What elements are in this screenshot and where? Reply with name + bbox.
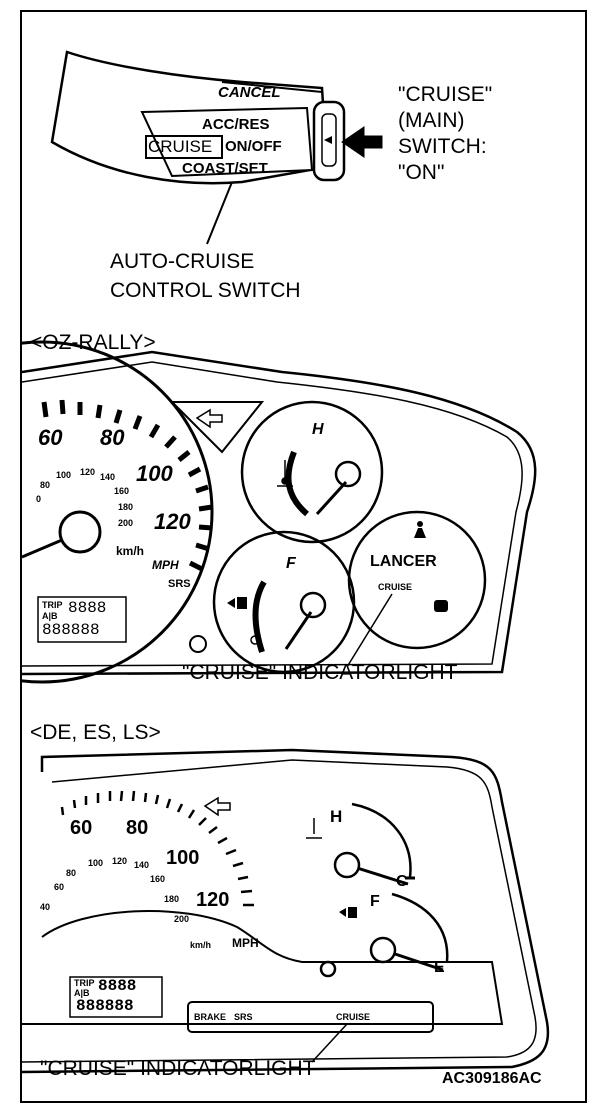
diagram-drawing bbox=[22, 50, 550, 1074]
main-switch-arrow bbox=[341, 126, 383, 158]
de-fuel-e: E bbox=[434, 959, 445, 976]
oz-unit-kmh: km/h bbox=[116, 544, 145, 558]
de-warn-srs: SRS bbox=[234, 1012, 253, 1022]
de-mph-60: 60 bbox=[54, 882, 65, 892]
oz-temp-h: H bbox=[312, 421, 324, 438]
de-temp-c: C bbox=[396, 873, 408, 890]
fuel-pump-icon bbox=[227, 597, 247, 609]
de-indicator-callout: "CRUISE" INDICATORLIGHT bbox=[40, 1057, 316, 1080]
oz-ab: A|B bbox=[42, 611, 58, 621]
cruise-control-switch bbox=[50, 50, 346, 245]
de-turn-arrow-icon bbox=[203, 796, 231, 817]
de-speed-60: 60 bbox=[70, 817, 93, 839]
oz-mph-200: 200 bbox=[118, 518, 134, 528]
oz-srs: SRS bbox=[168, 578, 191, 590]
de-mph-100: 100 bbox=[88, 858, 104, 868]
de-fuel-f: F bbox=[370, 893, 380, 910]
oz-trip-digits: 8888 bbox=[68, 599, 107, 617]
door-icon bbox=[434, 600, 448, 612]
oz-speed-100: 100 bbox=[136, 461, 173, 486]
de-mph-40: 40 bbox=[40, 902, 51, 912]
section-oz-rally: <OZ-RALLY> bbox=[30, 331, 156, 354]
de-speedo-ticks bbox=[60, 790, 254, 907]
de-trip-digits: 8888 bbox=[98, 977, 137, 995]
de-mph-140: 140 bbox=[134, 860, 150, 870]
oz-unit-mph: MPH bbox=[152, 558, 179, 572]
de-temp-icon bbox=[306, 818, 322, 839]
de-warn-cruise: CRUISE bbox=[336, 1012, 371, 1022]
seatbelt-icon bbox=[414, 521, 426, 538]
de-ab: A|B bbox=[74, 988, 90, 998]
acc-res-label: ACC/RES bbox=[202, 116, 270, 133]
callout-main-4: "ON" bbox=[398, 161, 445, 184]
cancel-label: CANCEL bbox=[218, 84, 281, 101]
de-speed-100: 100 bbox=[166, 847, 200, 869]
de-fuel-pump-icon bbox=[339, 907, 357, 918]
de-odo-digits: 888888 bbox=[76, 997, 134, 1015]
de-unit-mph: MPH bbox=[232, 936, 259, 950]
de-mph-160: 160 bbox=[150, 874, 166, 884]
oz-rally-cluster bbox=[22, 340, 537, 684]
diagram-frame: CANCEL ACC/RES CRUISE ON/OFF COAST/SET "… bbox=[20, 10, 587, 1103]
de-temp-h: H bbox=[330, 807, 343, 826]
de-mph-80: 80 bbox=[66, 868, 77, 878]
callout-main-3: SWITCH: bbox=[398, 135, 487, 158]
oz-speedo-ticks bbox=[41, 399, 213, 572]
oz-cruise-small: CRUISE bbox=[378, 582, 413, 592]
oz-mph-120: 120 bbox=[80, 467, 96, 477]
oz-mph-100: 100 bbox=[56, 470, 72, 480]
oz-speed-80: 80 bbox=[100, 425, 125, 450]
de-warn-brake: BRAKE bbox=[194, 1012, 227, 1022]
de-speed-80: 80 bbox=[126, 817, 149, 839]
temp-icon bbox=[277, 460, 293, 487]
oz-odo-digits: 888888 bbox=[42, 621, 100, 639]
oz-mph-180: 180 bbox=[118, 502, 134, 512]
oz-mph-0: 0 bbox=[36, 494, 42, 504]
coast-set-label: COAST/SET bbox=[182, 160, 268, 177]
oz-mph-140: 140 bbox=[100, 472, 116, 482]
section-de-es-ls: <DE, ES, LS> bbox=[30, 721, 161, 744]
on-off-label: ON/OFF bbox=[225, 138, 282, 155]
callout-main-1: "CRUISE" bbox=[398, 83, 493, 106]
control-switch-label-1: AUTO-CRUISE bbox=[110, 250, 255, 273]
callout-main-2: (MAIN) bbox=[398, 109, 465, 132]
oz-speed-120: 120 bbox=[154, 509, 191, 534]
oz-mph-160: 160 bbox=[114, 486, 130, 496]
de-es-ls-cluster bbox=[22, 748, 550, 1074]
de-trip: TRIP bbox=[74, 978, 95, 988]
figure-code: AC309186AC bbox=[442, 1070, 542, 1087]
knob-arrow-icon bbox=[324, 136, 332, 144]
de-mph-120: 120 bbox=[112, 856, 128, 866]
oz-lancer: LANCER bbox=[370, 553, 437, 570]
de-mph-200: 200 bbox=[174, 914, 190, 924]
oz-indicator-callout: "CRUISE" INDICATORLIGHT bbox=[182, 661, 458, 684]
oz-mph-80: 80 bbox=[40, 480, 51, 490]
oz-fuel-f: F bbox=[286, 555, 296, 572]
oz-trip: TRIP bbox=[42, 600, 63, 610]
de-unit-kmh: km/h bbox=[190, 940, 212, 950]
de-mph-180: 180 bbox=[164, 894, 180, 904]
control-switch-label-2: CONTROL SWITCH bbox=[110, 279, 301, 302]
oz-speed-60: 60 bbox=[38, 425, 63, 450]
de-speed-120: 120 bbox=[196, 889, 230, 911]
cruise-label: CRUISE bbox=[148, 137, 213, 156]
